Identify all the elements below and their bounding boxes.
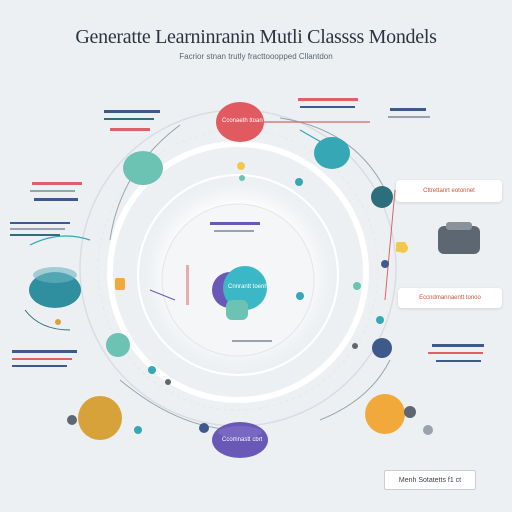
gray-device — [438, 226, 480, 254]
left-teal-shadow — [33, 267, 77, 283]
bottom-purple-highlight — [218, 426, 262, 438]
small-mint-node — [106, 333, 130, 357]
connector-arc — [319, 359, 391, 421]
dot — [237, 162, 245, 170]
connector-line — [29, 235, 91, 246]
top-red-node-label: Cconaeth ttoan — [222, 118, 263, 124]
center-teal-node — [223, 266, 267, 310]
navy-node — [372, 338, 392, 358]
small-bar — [115, 278, 125, 290]
bottom-purple-node-label: Ccomnastt cbrt — [222, 437, 263, 443]
right-annotation-bars — [298, 98, 484, 362]
top-red-node — [216, 102, 264, 142]
center-label-bar — [210, 222, 260, 225]
gold-node — [78, 396, 122, 440]
dot — [67, 415, 77, 425]
right-top-card[interactable]: Cttrettanrt eotonnet — [396, 180, 502, 202]
page-subtitle: Facrior stnan trutly fracttooopped Cllan… — [179, 52, 333, 61]
dot — [295, 178, 303, 186]
dark-teal-node — [371, 186, 393, 208]
mint-node — [123, 151, 163, 185]
dot — [148, 366, 156, 374]
gray-device-top — [446, 222, 472, 230]
dot — [296, 292, 304, 300]
dot — [199, 423, 209, 433]
dot — [134, 426, 142, 434]
center-node-label: Cnnrantt toenh — [228, 284, 268, 290]
center-label-bar — [186, 265, 189, 305]
center-label-bar — [214, 230, 254, 232]
connector-line — [149, 289, 176, 301]
dot — [352, 343, 358, 349]
dot — [353, 282, 361, 290]
center-label-bar — [232, 340, 272, 342]
center-mint-base — [226, 300, 248, 320]
connector-line — [384, 189, 396, 301]
dot — [423, 425, 433, 435]
right-middle-card[interactable]: Eccndmannaentt tonoo — [398, 288, 502, 308]
dot — [381, 260, 389, 268]
dot — [239, 175, 245, 181]
teal-node-top-right — [314, 137, 350, 169]
connector-line — [24, 309, 71, 331]
ring-2 — [107, 141, 369, 403]
dot — [165, 379, 171, 385]
footer-button[interactable]: Menh Sotatetts f1 ct — [384, 470, 476, 490]
orange-node — [365, 394, 405, 434]
dot — [376, 316, 384, 324]
page-title: Generatte Learninranin Mutli Classss Mon… — [75, 26, 437, 48]
small-bar — [396, 242, 406, 252]
dot — [55, 319, 61, 325]
left-annotation-bars — [10, 110, 160, 367]
dot — [404, 406, 416, 418]
